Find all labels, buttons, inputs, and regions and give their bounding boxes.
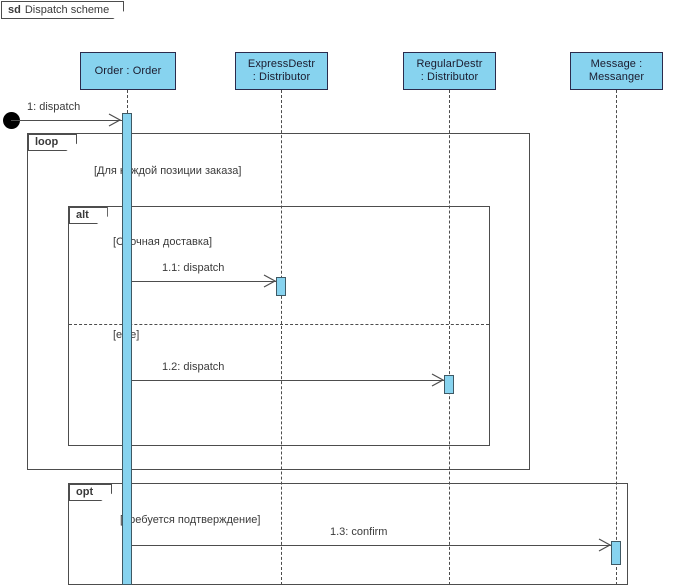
fragment-alt-tag: alt: [69, 207, 108, 224]
fragment-loop-tag: loop: [28, 134, 77, 151]
lifeline-stem-express-destr: [281, 90, 282, 585]
message-label-1-dispatch: 1: dispatch: [27, 101, 81, 113]
diagram-frame-tag: sd Dispatch scheme: [1, 1, 124, 19]
fragment-alt-guard: [Срочная доставка]: [113, 236, 213, 248]
message-line-1-dispatch[interactable]: [11, 120, 122, 121]
activation-bar-regular-destr[interactable]: [444, 375, 454, 394]
message-label-11-dispatch: 1.1: dispatch: [162, 262, 225, 274]
lifeline-stem-messenger: [616, 90, 617, 585]
fragment-keyword-alt: alt: [76, 209, 89, 221]
message-label-13-confirm: 1.3: confirm: [330, 526, 388, 538]
lifeline-head-order[interactable]: Order : Order: [80, 52, 176, 90]
fragment-alt-operand-divider: [69, 324, 489, 325]
lifeline-head-express-destr[interactable]: ExpressDestr : Distributor: [235, 52, 328, 90]
fragment-alt[interactable]: [68, 206, 490, 446]
activation-bar-order[interactable]: [122, 113, 132, 585]
lifeline-label-line2: : Distributor: [420, 71, 479, 83]
fragment-keyword-loop: loop: [35, 136, 59, 148]
lifeline-label-line1: Order : Order: [94, 64, 162, 77]
activation-bar-messenger[interactable]: [611, 541, 621, 565]
fragment-opt-guard: [Требуется подтверждение]: [120, 514, 261, 526]
lifeline-head-messenger[interactable]: Message : Messanger: [570, 52, 663, 90]
fragment-keyword-opt: opt: [76, 486, 94, 498]
fragment-loop[interactable]: [27, 133, 530, 470]
lifeline-label-line1: Message :: [590, 58, 643, 70]
diagram-title: Dispatch scheme: [24, 3, 110, 16]
lifeline-label-line1: ExpressDestr: [247, 58, 316, 70]
lifeline-stem-order: [127, 90, 128, 113]
message-line-11-dispatch[interactable]: [132, 281, 276, 282]
lifeline-head-regular-destr[interactable]: RegularDestr : Distributor: [403, 52, 496, 90]
activation-bar-express-destr[interactable]: [276, 277, 286, 296]
lifeline-label-line1: RegularDestr: [416, 58, 483, 70]
lifeline-stem-regular-destr: [449, 90, 450, 585]
message-label-12-dispatch: 1.2: dispatch: [162, 361, 225, 373]
message-line-12-dispatch[interactable]: [132, 380, 444, 381]
message-line-13-confirm[interactable]: [132, 545, 611, 546]
fragment-opt-tag: opt: [69, 484, 112, 501]
lifeline-label-line2: Messanger: [588, 71, 645, 83]
fragment-loop-guard: [Для каждой позиции заказа]: [94, 165, 242, 177]
lifeline-label-line2: : Distributor: [252, 71, 311, 83]
diagram-kind-keyword: sd: [8, 3, 21, 16]
